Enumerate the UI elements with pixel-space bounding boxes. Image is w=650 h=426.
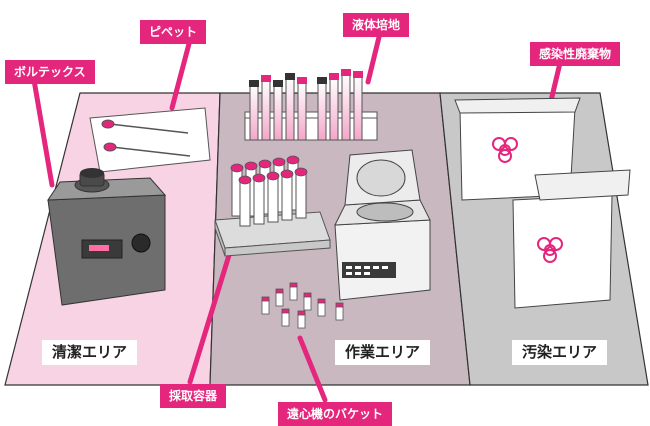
vortex-callout: ボルテックス — [5, 60, 95, 84]
liquid-medium-rack-icon — [244, 69, 378, 141]
centrifuge-icon — [334, 149, 431, 301]
work-zone-label: 作業エリア — [335, 340, 431, 365]
centrifuge-bucket-callout: 遠心機のバケット — [278, 402, 393, 426]
tube-rack-icon — [214, 155, 331, 257]
pipette-leader — [169, 37, 193, 111]
infectious-waste-callout: 感染性廃棄物 — [530, 42, 621, 66]
collection-container-callout: 採取容器 — [160, 384, 227, 408]
pipette-callout: ピペット — [140, 20, 207, 44]
vortex-mixer-icon — [47, 168, 167, 306]
contaminated-zone-label: 汚染エリア — [512, 340, 608, 365]
vortex-leader — [31, 77, 55, 188]
biohazard-icon — [537, 237, 563, 263]
bucket-leader — [297, 335, 328, 403]
waste-bin-icon — [512, 169, 631, 309]
liquid-medium-leader — [365, 30, 383, 85]
liquid-medium-callout: 液体培地 — [343, 13, 410, 37]
centrifuge-bucket-icon — [261, 282, 344, 329]
pipette-icon — [89, 107, 211, 173]
clean-zone-label: 清潔エリア — [42, 340, 138, 365]
collection-leader — [187, 249, 233, 385]
biohazard-icon — [492, 137, 518, 163]
